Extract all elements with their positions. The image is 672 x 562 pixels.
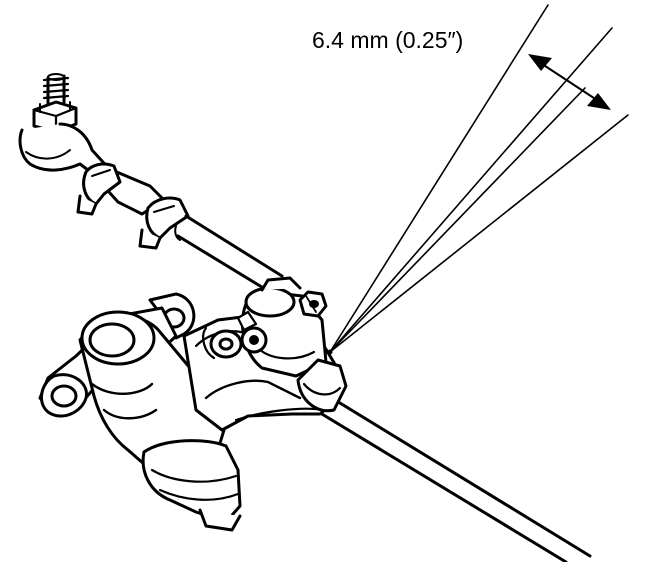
bracket-bolt-hole-lower [50,384,78,408]
reference-line-2 [329,27,613,353]
threaded-stud [42,73,70,106]
dimension-arrow [528,54,611,110]
reference-line-3 [329,87,586,353]
rod-collar [296,358,348,413]
reference-line-1 [329,4,549,353]
socket-top [244,286,296,318]
tie-rod-shaft-lower [176,234,272,294]
dimension-arrow-shaft [535,59,604,105]
reference-line-4 [329,114,629,353]
pivot-point [327,349,333,355]
center-link-rod [310,390,592,562]
tie-rod-assembly [18,73,284,294]
ball-joint-socket [236,276,348,413]
tie-rod-shaft-upper [184,214,284,278]
dimension-label: 6.4 mm (0.25″) [312,27,463,53]
tie-rod-end [18,122,114,190]
arrowhead-lower [587,93,611,110]
arrowhead-upper [528,54,552,71]
sleeve-clamp-1 [76,162,122,216]
rod-edge-lower [310,406,568,562]
measurement-reference-lines [329,4,629,353]
castle-nut [298,290,328,318]
idler-arm-housing [78,310,242,532]
housing-bore [88,322,136,358]
sleeve-clamp-2 [138,196,190,250]
tie-rod-end-contour [25,149,71,160]
rod-edge-upper [320,390,592,558]
